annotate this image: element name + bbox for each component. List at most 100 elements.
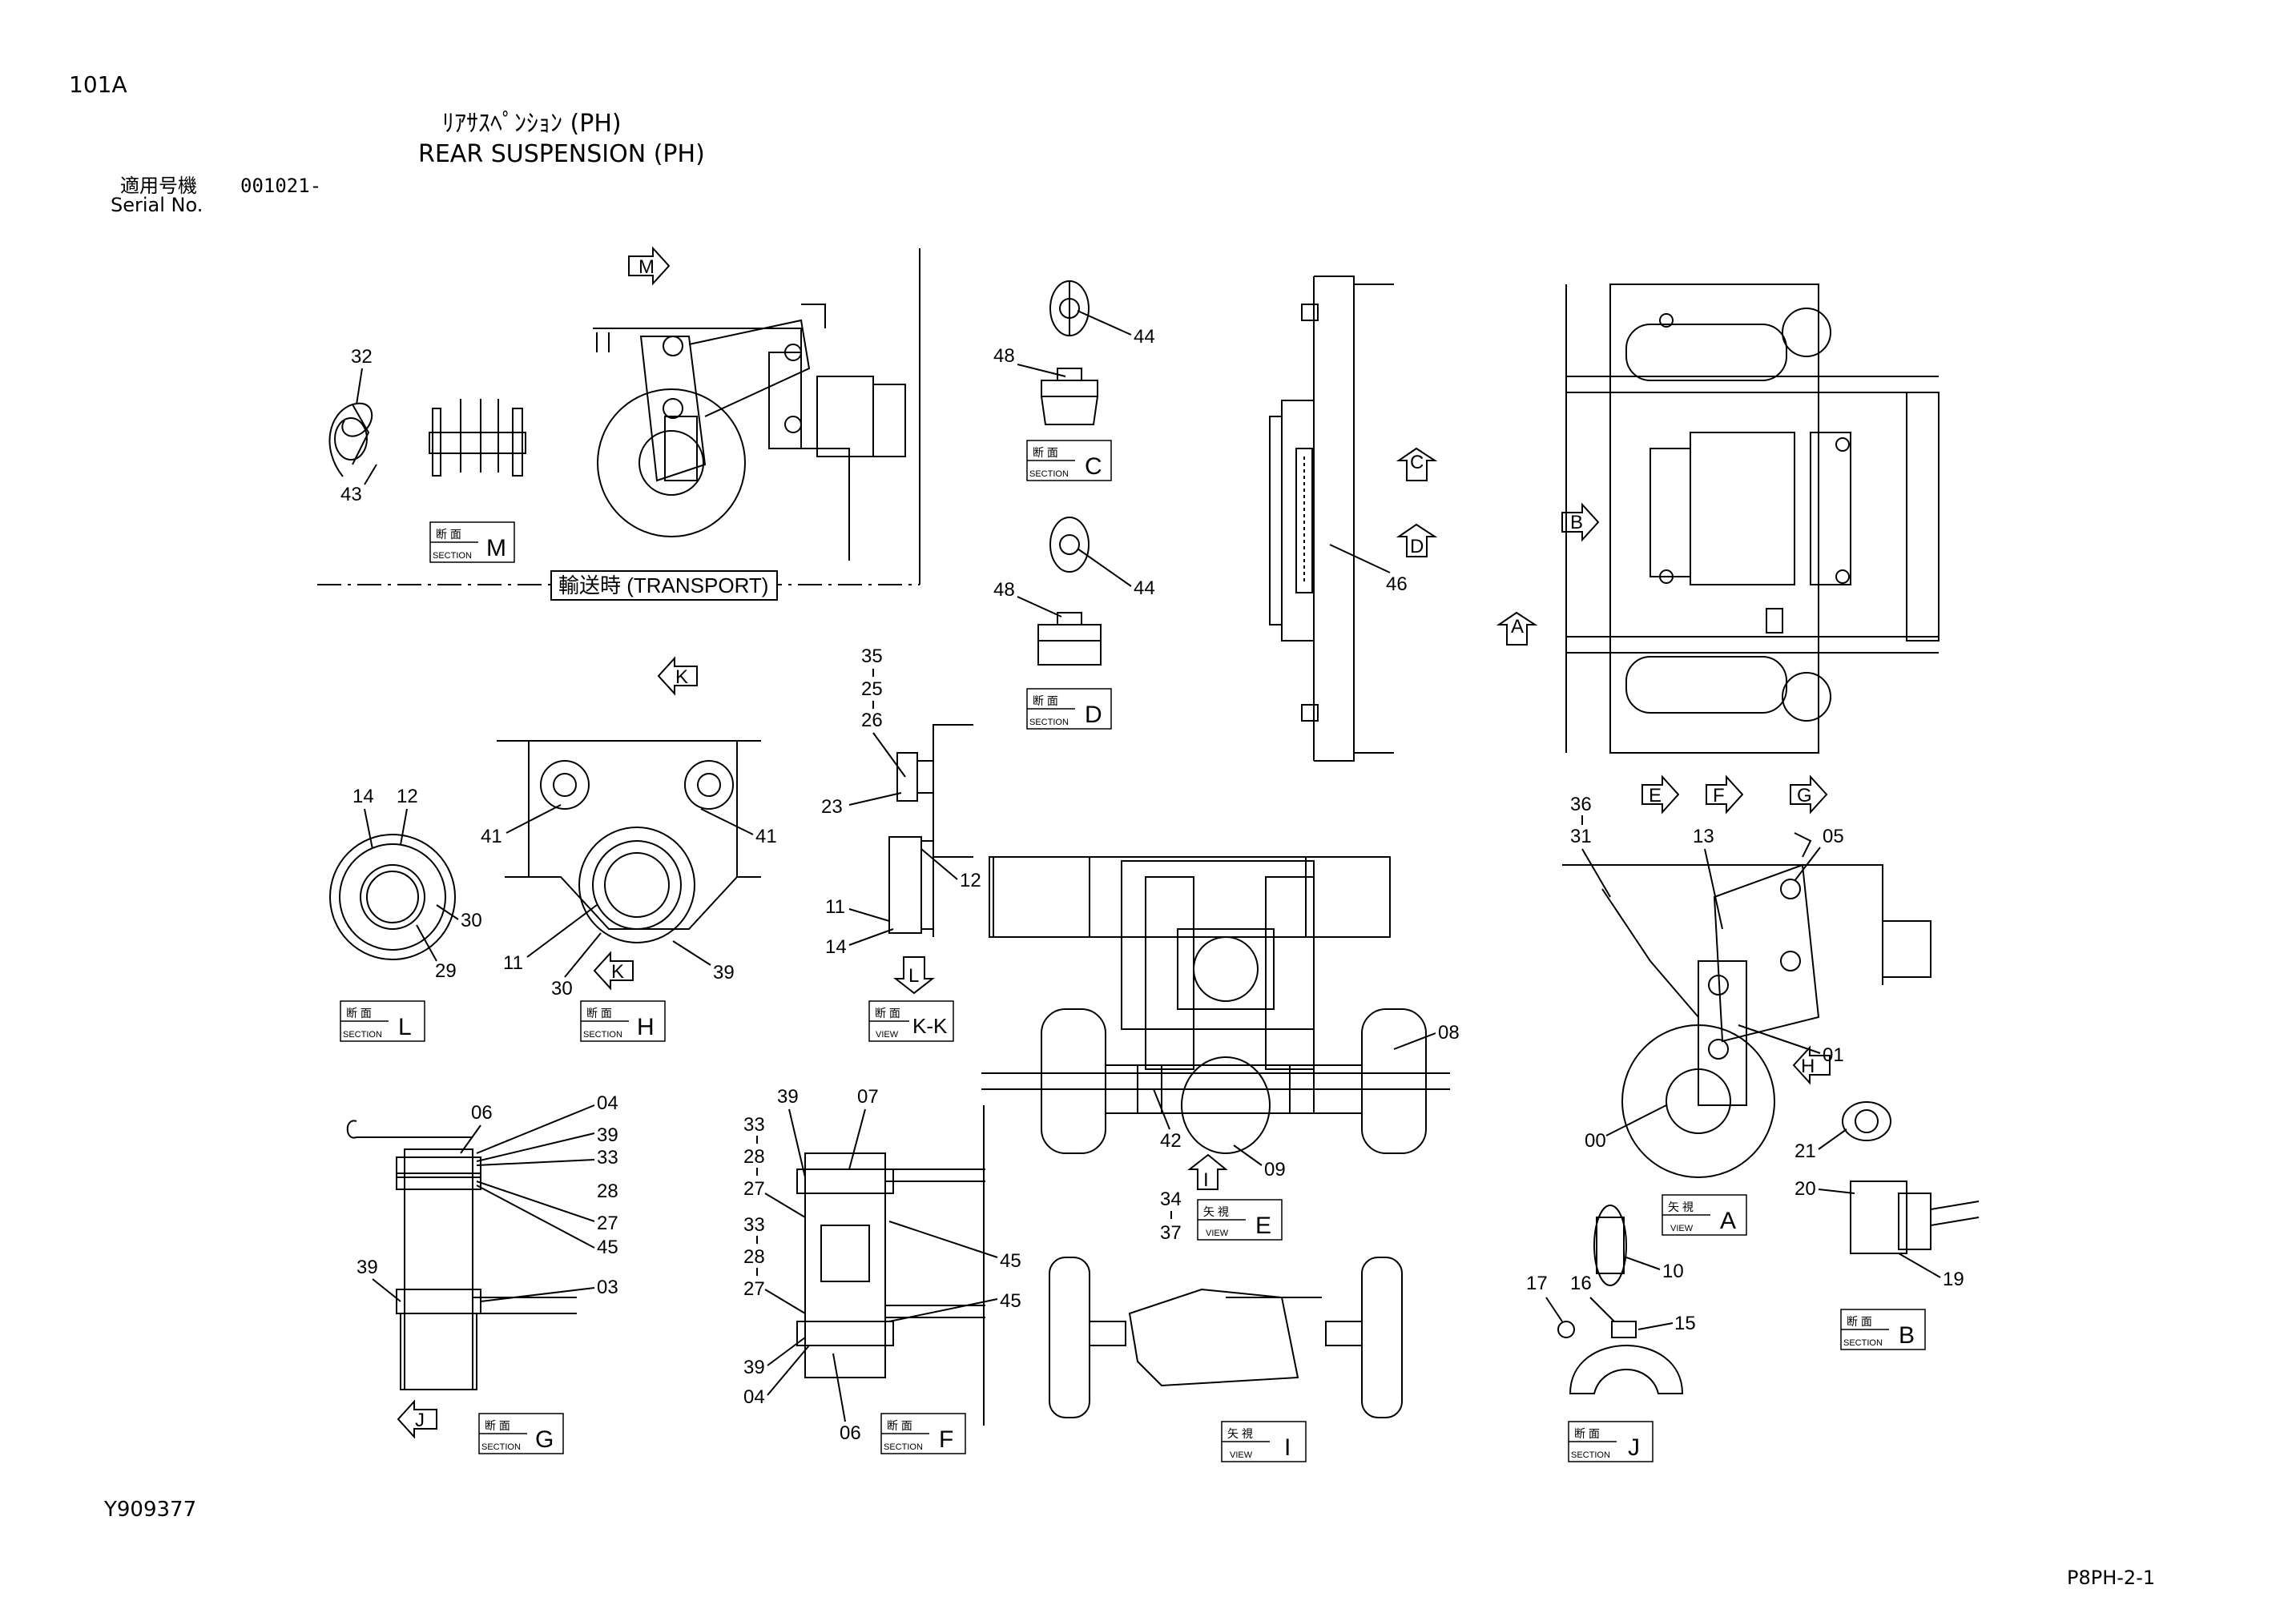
callout: 37 xyxy=(1160,1222,1182,1244)
svg-text:A: A xyxy=(1511,616,1524,638)
svg-text:14: 14 xyxy=(825,936,847,958)
svg-text:A: A xyxy=(1720,1208,1736,1234)
callout: 34 xyxy=(1160,1189,1182,1219)
callout: 28 xyxy=(743,1246,765,1276)
svg-text:SECTION: SECTION xyxy=(1029,469,1069,479)
svg-text:断 面: 断 面 xyxy=(1574,1427,1600,1440)
callout: 23 xyxy=(821,792,902,818)
callout: 03 xyxy=(480,1277,618,1302)
callout: 33 xyxy=(476,1147,618,1168)
svg-text:44: 44 xyxy=(1134,577,1155,599)
svg-text:11: 11 xyxy=(825,896,845,918)
svg-text:VIEW: VIEW xyxy=(1230,1450,1253,1460)
callout: 14 xyxy=(352,786,374,850)
svg-text:06: 06 xyxy=(840,1422,861,1444)
svg-text:41: 41 xyxy=(755,826,777,847)
svg-text:00: 00 xyxy=(1585,1130,1606,1152)
svg-text:45: 45 xyxy=(1000,1250,1021,1272)
callout: 04 xyxy=(743,1345,810,1408)
view-arrow-f: F xyxy=(1706,774,1744,815)
view-arrow-c: C xyxy=(1396,447,1438,481)
callout: 39 xyxy=(476,1124,618,1162)
callout: 05 xyxy=(1794,826,1844,882)
svg-text:37: 37 xyxy=(1160,1222,1182,1244)
callout: 11 xyxy=(825,896,890,922)
callout: 30 xyxy=(551,932,602,1000)
svg-text:VIEW: VIEW xyxy=(876,1030,899,1040)
callout: 36 xyxy=(1570,794,1592,825)
section-f-drawing xyxy=(796,1105,985,1426)
callout: 44 xyxy=(1077,548,1155,599)
svg-text:39: 39 xyxy=(777,1086,799,1108)
svg-text:44: 44 xyxy=(1134,326,1155,348)
callout: 21 xyxy=(1795,1128,1847,1162)
callout: 43 xyxy=(340,464,377,505)
svg-text:SECTION: SECTION xyxy=(583,1030,622,1040)
callout: 09 xyxy=(1233,1144,1286,1181)
svg-text:12: 12 xyxy=(960,870,981,891)
svg-text:20: 20 xyxy=(1795,1178,1816,1200)
svg-text:11: 11 xyxy=(503,952,523,974)
svg-text:E: E xyxy=(1649,785,1662,806)
callout: 20 xyxy=(1795,1178,1855,1200)
svg-text:B: B xyxy=(1570,512,1583,533)
svg-text:35: 35 xyxy=(861,646,883,667)
svg-text:46: 46 xyxy=(1386,573,1408,595)
svg-text:27: 27 xyxy=(743,1278,765,1300)
svg-text:17: 17 xyxy=(1526,1273,1548,1294)
callout: 27 xyxy=(743,1178,806,1218)
callout: 45 xyxy=(888,1221,1021,1272)
svg-text:42: 42 xyxy=(1160,1130,1182,1152)
svg-text:C: C xyxy=(1410,452,1424,473)
callout: 45 xyxy=(476,1185,618,1258)
svg-text:SECTION: SECTION xyxy=(481,1442,521,1452)
svg-text:H: H xyxy=(637,1014,655,1040)
svg-text:断 面: 断 面 xyxy=(1033,694,1058,707)
callout: 35 xyxy=(861,646,883,677)
callout: 31 xyxy=(1570,826,1611,898)
callout: 32 xyxy=(351,346,373,405)
title-japanese: ﾘｱｻｽﾍﾟﾝｼｮﾝ (PH) xyxy=(442,110,622,138)
page-code: 101A xyxy=(69,71,127,98)
view-arrow-k: K xyxy=(657,656,698,696)
callout: 48 xyxy=(993,345,1066,377)
callout: 17 xyxy=(1526,1273,1563,1322)
page-reference: P8PH-2-1 xyxy=(2067,1567,2156,1589)
callout: 41 xyxy=(481,804,562,847)
callout: 42 xyxy=(1153,1088,1182,1152)
svg-text:45: 45 xyxy=(597,1237,618,1258)
svg-text:矢 視: 矢 視 xyxy=(1668,1201,1694,1213)
svg-text:36: 36 xyxy=(1570,794,1592,815)
view-arrow-m: M xyxy=(628,246,671,286)
svg-text:J: J xyxy=(1628,1434,1640,1461)
plan-view-drawing xyxy=(1565,284,1940,754)
svg-text:SECTION: SECTION xyxy=(884,1442,923,1452)
svg-text:27: 27 xyxy=(743,1178,765,1200)
svg-text:16: 16 xyxy=(1570,1273,1592,1294)
view-arrow-b: B xyxy=(1561,502,1600,542)
callout: 08 xyxy=(1393,1022,1460,1050)
serial-label-english: Serial No. xyxy=(111,194,203,216)
svg-text:26: 26 xyxy=(861,710,883,731)
svg-text:45: 45 xyxy=(1000,1290,1021,1312)
callout: 26 xyxy=(861,710,906,778)
view-arrow-k2: K xyxy=(593,951,634,991)
svg-text:33: 33 xyxy=(743,1114,765,1136)
callout: 28 xyxy=(743,1146,765,1176)
svg-text:断 面: 断 面 xyxy=(485,1419,510,1432)
svg-text:断 面: 断 面 xyxy=(436,528,461,541)
svg-text:33: 33 xyxy=(743,1214,765,1236)
svg-text:断 面: 断 面 xyxy=(586,1007,612,1020)
svg-text:28: 28 xyxy=(597,1181,618,1202)
svg-text:G: G xyxy=(1797,785,1812,806)
view-arrow-l: L xyxy=(893,956,935,995)
svg-text:39: 39 xyxy=(356,1257,378,1278)
view-arrow-g: G xyxy=(1790,774,1828,815)
view-arrow-h: H xyxy=(1792,1045,1831,1085)
svg-text:14: 14 xyxy=(352,786,374,807)
